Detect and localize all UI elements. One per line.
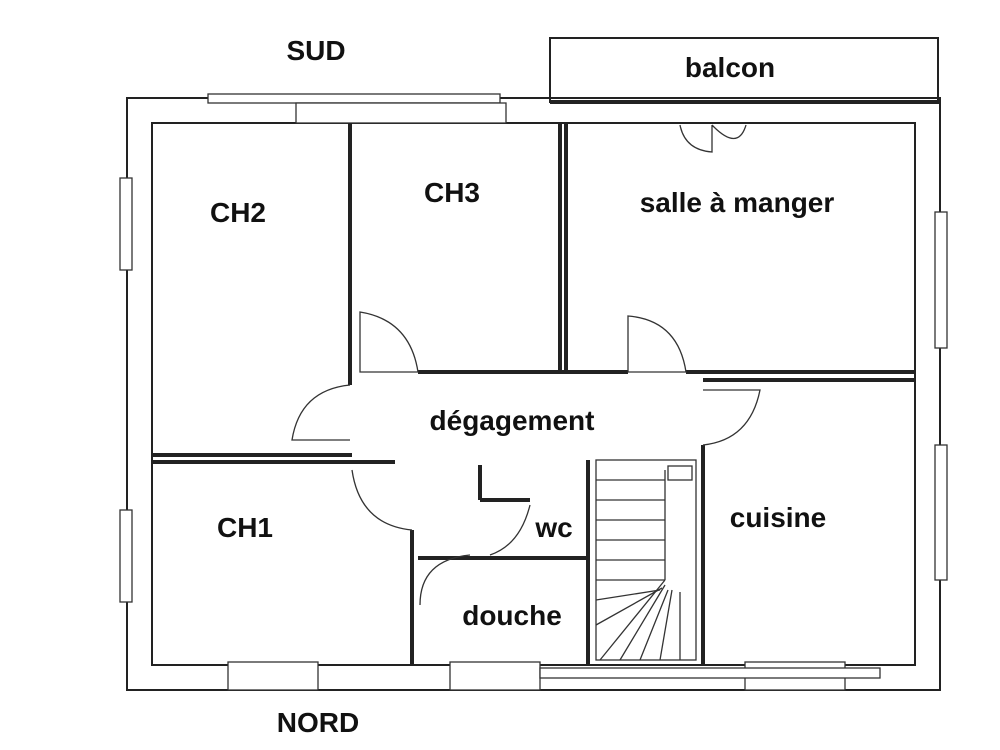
label-balcony: balcon [685, 52, 775, 83]
label-dining-room: salle à manger [640, 187, 835, 218]
balcony [549, 37, 940, 104]
label-bedroom1: CH1 [217, 512, 273, 543]
label-bedroom3: CH3 [424, 177, 480, 208]
label-shower: douche [462, 600, 562, 631]
label-north: NORD [277, 707, 359, 738]
label-kitchen: cuisine [730, 502, 826, 533]
windows [119, 93, 948, 691]
label-toilet: wc [534, 512, 572, 543]
staircase [595, 459, 697, 661]
label-south: SUD [286, 35, 345, 66]
label-hallway: dégagement [430, 405, 595, 436]
interior-walls [152, 123, 915, 665]
label-bedroom2: CH2 [210, 197, 266, 228]
doors [291, 124, 761, 606]
